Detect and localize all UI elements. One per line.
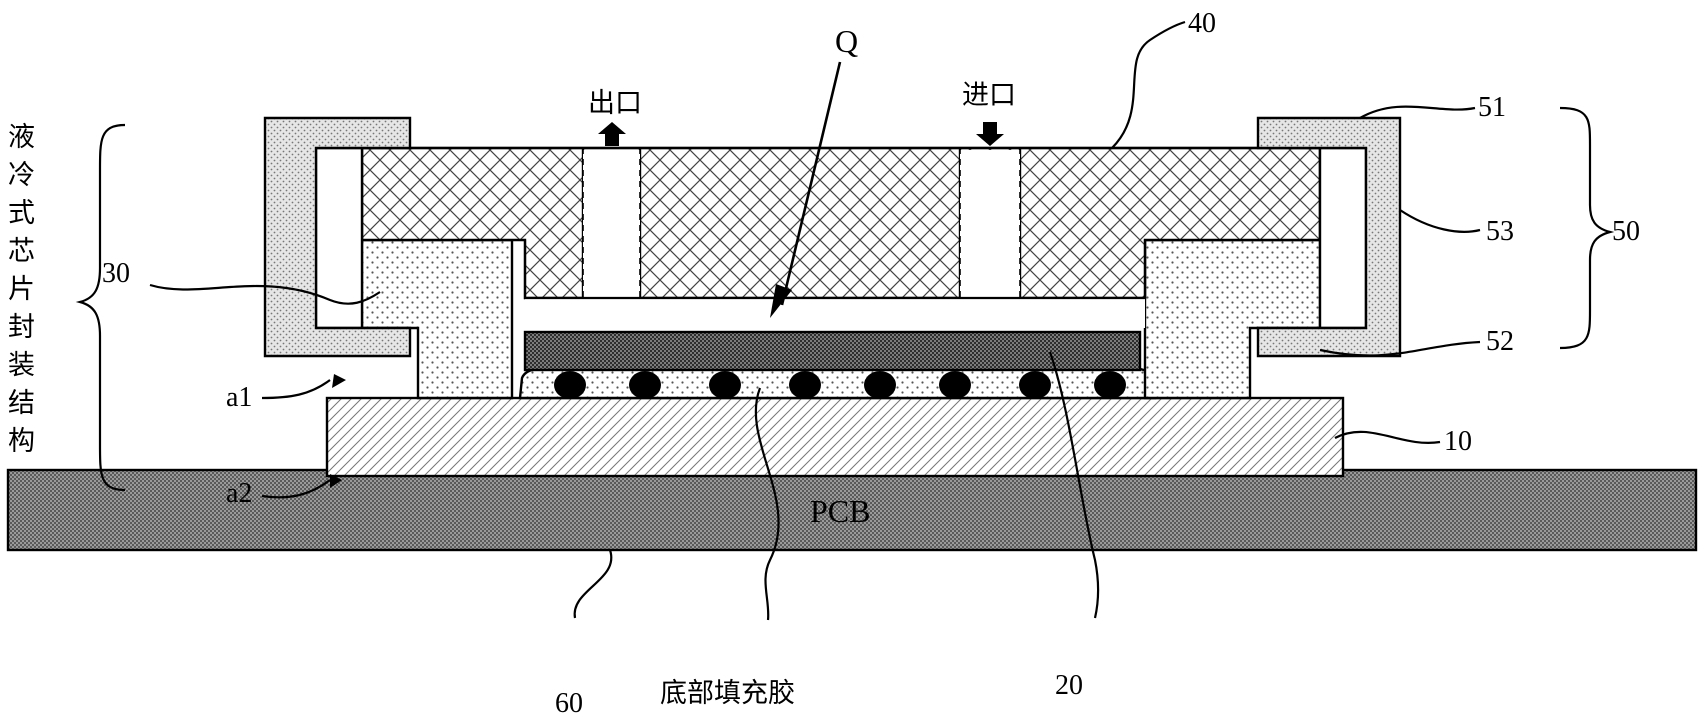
- leader-20: [1048, 351, 1100, 619]
- outlet-channel: [583, 150, 640, 298]
- structure-char: 芯: [8, 236, 35, 267]
- leader-51: [1359, 105, 1476, 119]
- leader-a2: [261, 479, 331, 499]
- q-arrow-line: [780, 61, 842, 306]
- leader-underfill: [754, 387, 780, 621]
- label-inlet: 进口: [962, 80, 1016, 111]
- structure-char: 冷: [8, 160, 35, 191]
- label-ref-52: 52: [1486, 326, 1514, 357]
- inlet-channel: [960, 150, 1020, 298]
- substrate-10: [325, 396, 1345, 478]
- leader-a1-head: [332, 374, 346, 388]
- structure-char: 构: [8, 426, 35, 457]
- label-ref-60: 60: [555, 688, 583, 719]
- bump: [864, 371, 896, 399]
- label-ref-50: 50: [1612, 216, 1640, 247]
- structure-char: 封: [8, 312, 35, 343]
- clamp-50-left: [263, 116, 412, 358]
- label-ref-20: 20: [1055, 670, 1083, 701]
- clamp-gap-left: [314, 146, 364, 330]
- bump: [1094, 371, 1126, 399]
- leader-52: [1319, 340, 1481, 357]
- clamp-50-right: [1256, 116, 1402, 358]
- structure-char: 液: [8, 122, 35, 153]
- q-arrow-head: [770, 284, 792, 318]
- leader-a2-head: [330, 474, 342, 488]
- clamp-gap-right: [1318, 146, 1368, 330]
- stiffener-30-left: [360, 238, 514, 400]
- stiffener-30-right: [1143, 238, 1322, 400]
- structure-char: 结: [8, 388, 35, 419]
- clamp-brace-50: [1559, 106, 1615, 350]
- label-ref-51: 51: [1478, 92, 1506, 123]
- bump: [789, 371, 821, 399]
- structure-title-vertical: 液 冷 式 芯 片 封 装 结 构: [8, 122, 35, 457]
- label-pcb: PCB: [810, 493, 870, 529]
- leader-53: [1399, 209, 1481, 233]
- leader-30: [149, 283, 381, 305]
- coolant-cavity: [525, 298, 1145, 328]
- bump: [709, 371, 741, 399]
- inlet-arrow-icon: [976, 122, 1004, 146]
- leader-60: [573, 549, 613, 619]
- leader-10: [1334, 430, 1441, 444]
- label-ref-40: 40: [1188, 8, 1216, 39]
- label-q: Q: [835, 23, 858, 59]
- structure-char: 式: [8, 198, 35, 229]
- bump: [1019, 371, 1051, 399]
- structure-char: 装: [8, 350, 35, 381]
- leader-a1: [261, 379, 331, 400]
- outlet-arrow-icon: [598, 122, 626, 146]
- chip-20: [523, 330, 1142, 372]
- bump: [629, 371, 661, 399]
- label-ref-a2: a2: [226, 478, 252, 509]
- bump: [554, 371, 586, 399]
- structure-char: 片: [8, 274, 35, 305]
- pcb-board: [6, 468, 1698, 552]
- chip-bumps: [554, 371, 1126, 399]
- label-underfill: 底部填充胶: [660, 678, 795, 709]
- label-ref-30: 30: [102, 258, 130, 289]
- label-outlet: 出口: [588, 88, 642, 119]
- leader-40: [1111, 20, 1186, 149]
- label-ref-10: 10: [1444, 426, 1472, 457]
- label-ref-a1: a1: [226, 382, 252, 413]
- structure-brace: [75, 123, 126, 492]
- label-ref-53: 53: [1486, 216, 1514, 247]
- bump: [939, 371, 971, 399]
